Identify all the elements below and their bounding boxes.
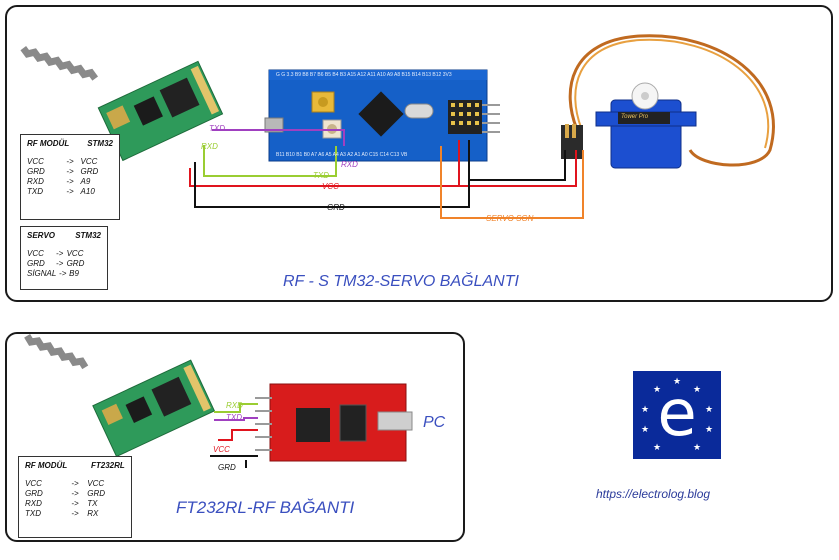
table-row: GRD->GRD	[27, 167, 99, 176]
table-row: SİGNAL->B9	[27, 269, 79, 278]
star-icon: ★	[653, 384, 662, 394]
star-icon: ★	[693, 442, 702, 452]
rf-antenna-1	[20, 46, 99, 81]
vcc-label-1: VCC	[322, 182, 339, 191]
site-url[interactable]: https://electrolog.blog	[596, 487, 711, 501]
rxd-label-3: RXD	[226, 401, 243, 410]
servo-brand-label: Tower Pro	[621, 114, 649, 120]
txd-label-1: TXD	[209, 124, 225, 133]
star-icon: ★	[705, 424, 714, 434]
star-icon: ★	[641, 404, 650, 414]
servo-motor	[561, 34, 775, 169]
txd-label-2: TXD	[313, 171, 329, 180]
rxd-label-2: RXD	[341, 160, 358, 169]
pc-label: PC	[423, 414, 446, 431]
servo-stm32-table: SERVO STM32 VCC->VCC GRD->GRD SİGNAL->B9	[20, 226, 108, 290]
rxd-label-1: RXD	[201, 142, 218, 151]
wires-panel-1	[189, 129, 584, 219]
servo-sgn-label: SERVO SGN	[486, 214, 534, 223]
table-row: RXD->TX	[25, 499, 98, 508]
rf-module-1	[97, 60, 224, 162]
stm32-bottom-pin-labels: B11 B10 B1 B0 A7 A6 A5 A4 A3 A2 A1 A0 C1…	[276, 152, 408, 158]
rf-antenna-2	[24, 334, 89, 370]
stm32-top-pin-labels: G G 3.3 B9 B8 B7 B6 B5 B4 B3 A15 A12 A11…	[276, 72, 452, 78]
table-row: GRD->GRD	[27, 259, 85, 268]
rf-stm32-table: RF MODÜL STM32 VCC->VCC GRD->GRD RXD->A9…	[20, 134, 120, 220]
grd-label-2: GRD	[218, 463, 236, 472]
star-icon: ★	[641, 424, 650, 434]
table-row: TXD->A10	[27, 187, 95, 196]
ft232rl-board	[255, 383, 413, 462]
wire-labels-panel-2: RXD TXD VCC GRD	[213, 401, 243, 472]
star-icon: ★	[673, 376, 682, 386]
wire-labels-panel-1: TXD RXD TXD RXD VCC GRD SERVO SGN	[201, 124, 534, 223]
table-row: TXD->RX	[25, 509, 99, 518]
ft232rl-caption: FT232RL-RF BAĞANTI	[176, 498, 355, 517]
logo-letter: e	[657, 377, 697, 451]
table-header: SERVO STM32	[27, 231, 101, 240]
table-row: VCC->VCC	[27, 157, 98, 166]
table-row: GRD->GRD	[25, 489, 106, 498]
rf-module-2	[92, 359, 216, 458]
electrolog-logo: ★ ★ ★ ★ ★ ★ ★ ★ ★ e	[633, 371, 721, 459]
stm32-servo-caption: RF - S TM32-SERVO BAĞLANTI	[283, 273, 519, 290]
wires-panel-2	[210, 403, 258, 468]
rf-ft232rl-table: RF MODÜL FT232RL VCC->VCC GRD->GRD RXD->…	[18, 456, 132, 538]
txd-label-3: TXD	[226, 413, 242, 422]
star-icon: ★	[653, 442, 662, 452]
grd-label-1: GRD	[327, 203, 345, 212]
stm32-board	[264, 69, 500, 162]
star-icon: ★	[705, 404, 714, 414]
table-row: VCC->VCC	[27, 249, 84, 258]
table-header: RF MODÜL STM32	[27, 139, 113, 148]
star-icon: ★	[693, 384, 702, 394]
table-row: RXD->A9	[27, 177, 91, 186]
vcc-label-2: VCC	[213, 445, 230, 454]
table-header: RF MODÜL FT232RL	[25, 461, 125, 470]
table-row: VCC->VCC	[25, 479, 105, 488]
